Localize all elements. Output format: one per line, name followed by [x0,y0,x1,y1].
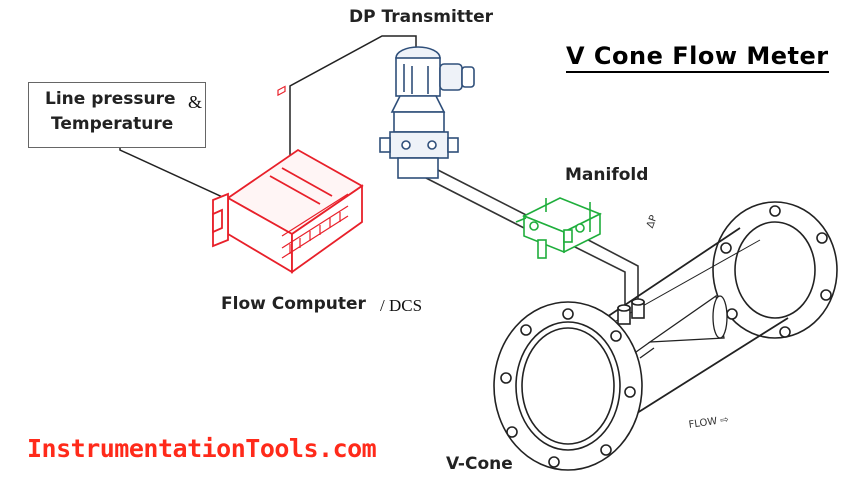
v-cone-label: V-Cone [446,454,513,474]
manifold-label: Manifold [565,165,649,185]
manifold [515,197,602,259]
brand-watermark: InstrumentationTools.com [27,434,377,463]
temperature-label: Temperature [51,114,174,134]
ampersand-label: & [188,92,203,112]
diagram-title: V Cone Flow Meter [566,42,829,73]
cable-transmitter-to-computer [289,35,417,160]
line-pressure-label: Line pressure [45,89,176,109]
flow-computer [212,85,364,274]
dp-transmitter [379,46,475,179]
dp-transmitter-label: DP Transmitter [349,7,494,27]
dcs-label: / DCS [380,296,423,315]
v-cone-meter [493,201,838,471]
flow-computer-label: Flow Computer [221,294,366,314]
line-pressure-box [28,82,206,148]
impulse-tubing [425,167,639,312]
